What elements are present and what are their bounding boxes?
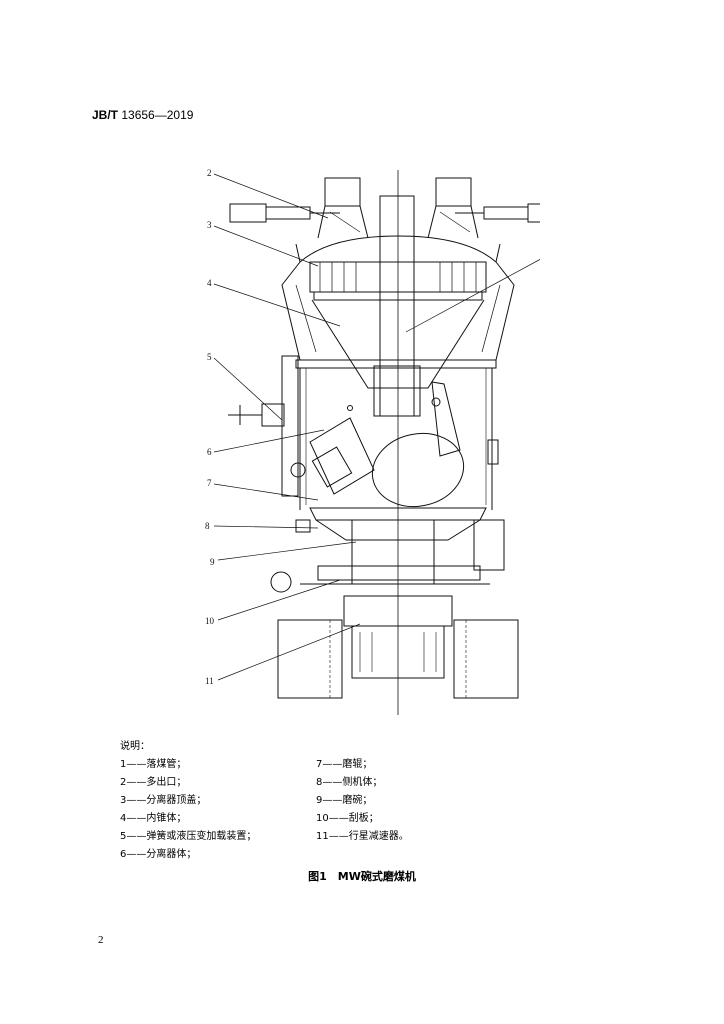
- standard-code-header: JB/T 13656—2019: [92, 108, 193, 122]
- legend-right-column: 7——磨辊； 8——侧机体； 9——磨碗； 10——刮板； 11——行星减速器。: [316, 756, 409, 846]
- right-actuator-rod: [483, 206, 529, 220]
- standard-code-prefix: JB/T: [92, 108, 119, 122]
- right-outlet-pipe: [427, 205, 479, 239]
- callout-2: 2: [207, 168, 212, 178]
- left-outlet-cap: [324, 177, 361, 207]
- mill-technical-drawing: 2 3 4 5 6 7 8 9 10 11 1: [200, 160, 540, 720]
- side-walls: [299, 368, 493, 510]
- mill-drawing-svg: 2 3 4 5 6 7 8 9 10 11 1: [205, 168, 540, 715]
- legend-item: 1——落煤管；: [120, 759, 187, 770]
- legend-item: 11——行星减速器。: [316, 831, 409, 842]
- callout-5: 5: [207, 352, 212, 362]
- callout-leaders: [213, 173, 540, 681]
- legend-item: 4——内锥体；: [120, 813, 187, 824]
- legend-item: 10——刮板；: [316, 813, 379, 824]
- side-walls-inner: [305, 368, 487, 505]
- foundation-hidden-lines: [329, 620, 467, 700]
- left-outlet-pipe: [317, 205, 369, 239]
- right-foundation: [453, 619, 519, 699]
- inspection-port: [347, 405, 353, 411]
- grinding-roll: [371, 433, 465, 507]
- right-side-fitting: [487, 439, 499, 465]
- callout-4: 4: [207, 278, 212, 288]
- callout-10: 10: [205, 616, 215, 626]
- callout-7: 7: [207, 478, 212, 488]
- scraper-ring: [317, 565, 481, 581]
- page-number: 2: [98, 934, 104, 946]
- separator-flange: [295, 359, 497, 369]
- side-body-box-right: [473, 519, 505, 571]
- classifier-vanes: [319, 262, 477, 292]
- feed-pipe-lower: [373, 365, 421, 417]
- figure-caption: 图1 MW碗式磨煤机: [308, 870, 416, 883]
- standard-code-number: 13656—2019: [118, 108, 194, 122]
- coal-feed-pipe: [379, 195, 415, 417]
- inner-cone: [311, 299, 485, 389]
- reducer-ribs: [359, 632, 437, 672]
- vane-bottom-ring: [313, 291, 483, 301]
- legend-item: 7——磨辊；: [316, 759, 373, 770]
- callout-3: 3: [207, 220, 212, 230]
- separator-top-cover: [299, 235, 497, 263]
- spring-housing: [261, 403, 285, 427]
- separator-inner-wall: [295, 284, 501, 353]
- planetary-reducer: [351, 625, 445, 679]
- reject-pipe: [270, 571, 292, 593]
- right-actuator-body: [527, 203, 540, 223]
- legend-item: 2——多出口；: [120, 777, 187, 788]
- legend-item: 9——磨碗；: [316, 795, 373, 806]
- legend-left-column: 1——落煤管； 2——多出口； 3——分离器顶盖； 4——内锥体； 5——弹簧或…: [120, 756, 256, 864]
- callout-6: 6: [207, 447, 212, 457]
- legend-item: 6——分离器体；: [120, 849, 197, 860]
- legend-item: 5——弹簧或液压变加载装置；: [120, 831, 257, 842]
- grinding-bowl: [315, 519, 481, 541]
- bowl-hub: [351, 519, 435, 585]
- right-journal-pin: [431, 397, 441, 407]
- journal-bearing-left: [311, 446, 353, 488]
- legend-title: 说明：: [120, 741, 150, 752]
- left-actuator-body: [229, 203, 267, 223]
- callout-9: 9: [210, 557, 215, 567]
- left-foundation: [277, 619, 343, 699]
- journal-housing-left: [309, 417, 375, 495]
- outlet-hatch: [329, 211, 471, 233]
- callout-8: 8: [205, 521, 210, 531]
- right-journal-arm: [431, 381, 461, 457]
- legend-item: 3——分离器顶盖；: [120, 795, 207, 806]
- right-outlet-cap: [435, 177, 472, 207]
- callout-11: 11: [205, 676, 214, 686]
- legend-item: 8——侧机体；: [316, 777, 383, 788]
- journal-pivot: [290, 462, 306, 478]
- side-body-lug-left: [295, 519, 311, 533]
